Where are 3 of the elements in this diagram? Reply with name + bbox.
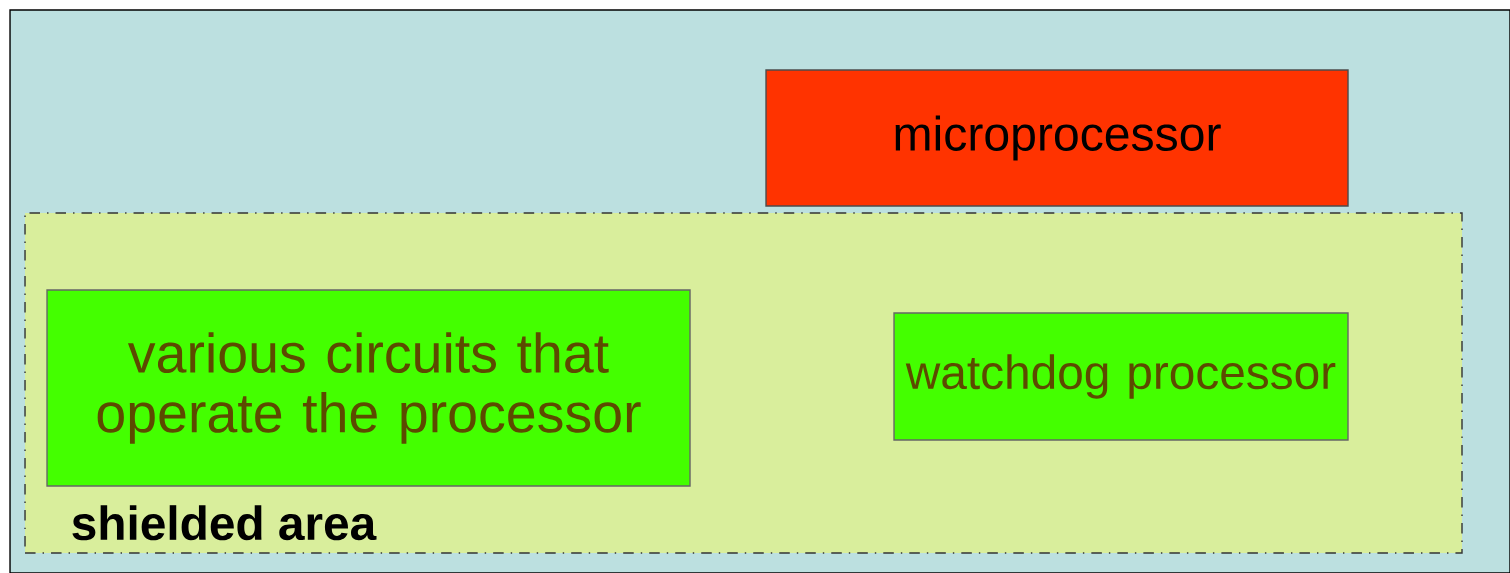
watchdog-box: watchdog processor xyxy=(893,312,1349,441)
processor-box: microprocessor xyxy=(765,69,1349,207)
circuit-box: various circuits that operate the processor xyxy=(46,289,691,487)
